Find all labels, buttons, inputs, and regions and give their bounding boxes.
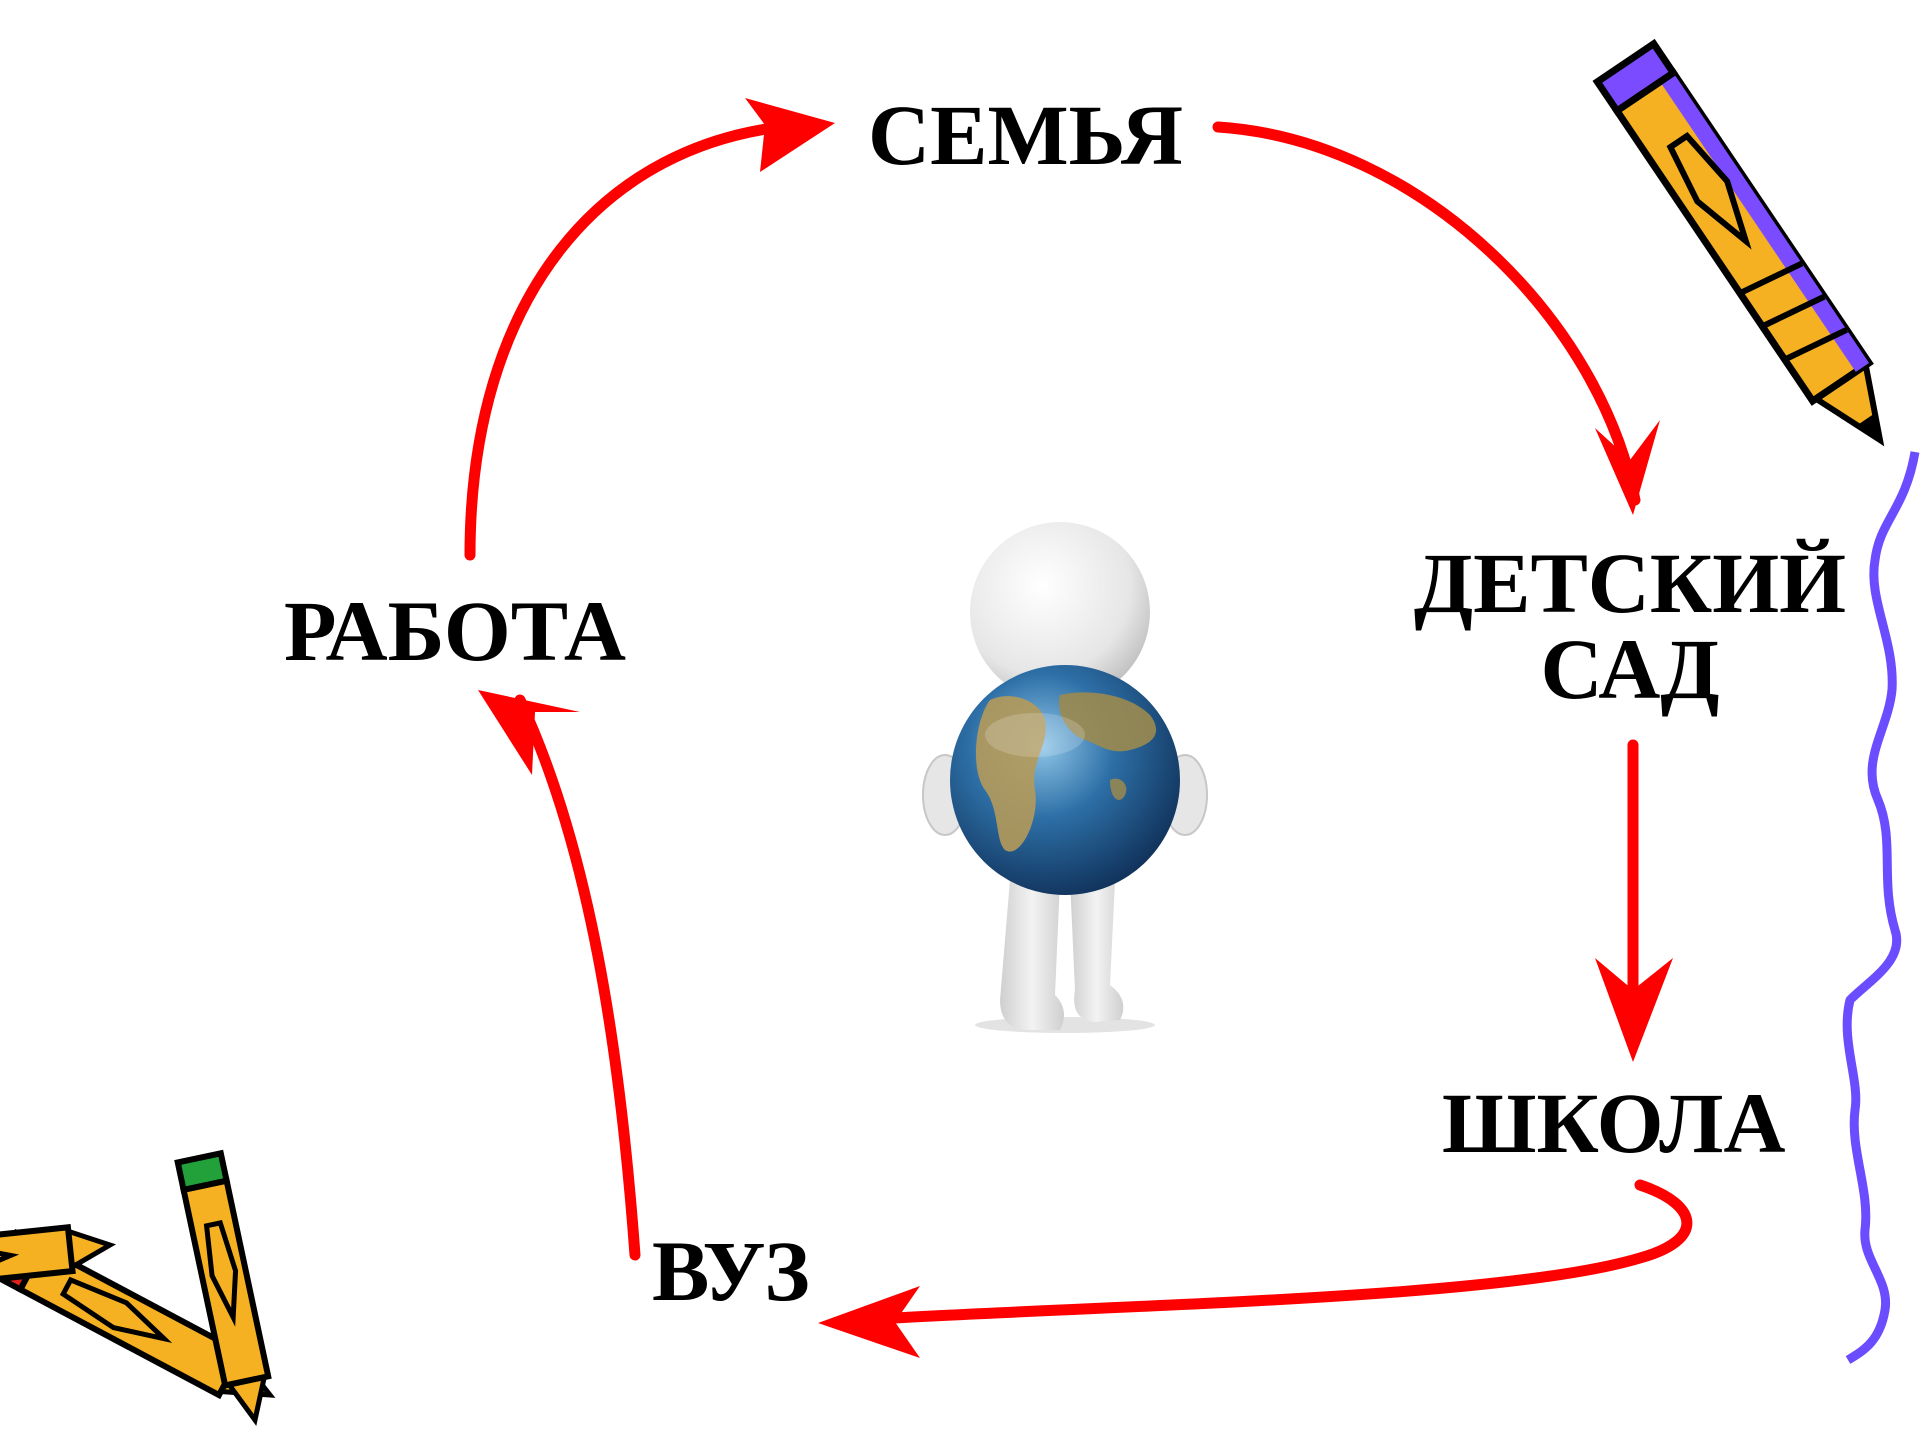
- arrowhead-university: [818, 1286, 920, 1358]
- arrow-university-to-work: [514, 694, 641, 1261]
- node-university: ВУЗ: [652, 1223, 810, 1319]
- arrowhead-work: [478, 690, 580, 775]
- node-work: РАБОТА: [284, 583, 626, 679]
- arrowhead-family: [745, 98, 835, 172]
- arrowhead-kindergarten: [1595, 420, 1660, 515]
- crossed-pencils-icon: [0, 1149, 276, 1426]
- node-kindergarten: ДЕТСКИЙ САД: [1410, 540, 1850, 712]
- person-holding-globe: [922, 522, 1208, 1033]
- node-school: ШКОЛА: [1442, 1075, 1786, 1171]
- pencil-icon: [1592, 38, 1885, 447]
- arrowhead-school: [1595, 958, 1673, 1062]
- node-kindergarten-line1: ДЕТСКИЙ: [1413, 535, 1847, 631]
- arrowheads: [478, 98, 1673, 1358]
- wavy-line: [1842, 451, 1920, 1364]
- arrow-school-to-university: [854, 1179, 1693, 1326]
- arrow-work-to-family: [464, 119, 806, 561]
- arrow-family-to-kindergarten: [1212, 121, 1641, 506]
- cycle-arrows: [464, 119, 1693, 1326]
- node-kindergarten-line2: САД: [1540, 621, 1720, 717]
- node-family: СЕМЬЯ: [868, 87, 1184, 183]
